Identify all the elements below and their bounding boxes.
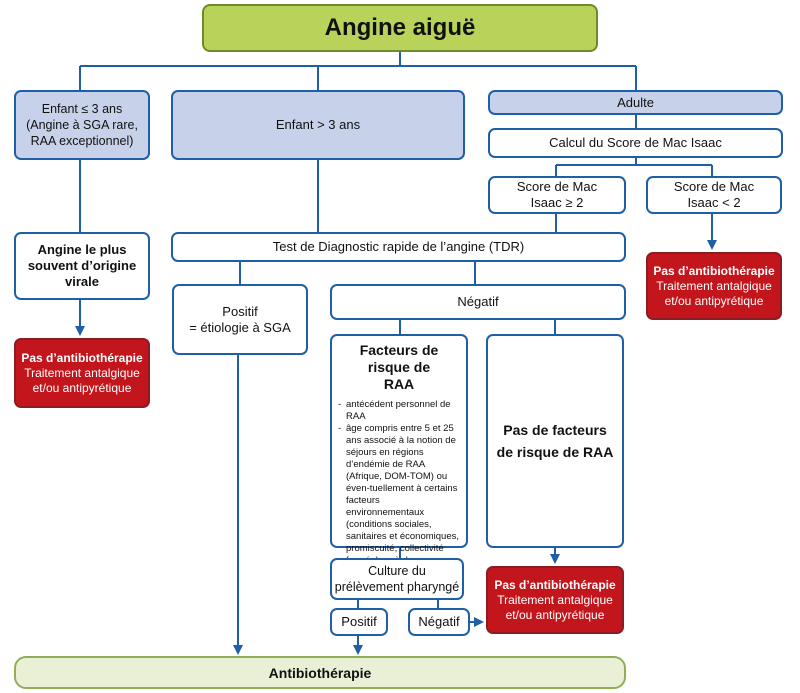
negatif-box: Négatif [330, 284, 626, 320]
enfant-gt3-label: Enfant > 3 ans [275, 117, 361, 132]
adulte-label: Adulte [617, 94, 654, 110]
pas-facteurs-line2: de risque de RAA [496, 444, 614, 460]
mac-isaac-box: Calcul du Score de Mac Isaac [488, 128, 783, 158]
facteurs-box: Facteurs de risque de RAA antécédent per… [330, 334, 468, 590]
pas-antibio-line2: et/ou antipyrétique [32, 380, 132, 395]
culture-negatif-box: Négatif [408, 608, 470, 636]
pas-facteurs-line1: Pas de facteurs [503, 422, 607, 438]
tdr-label: Test de Diagnostic rapide de l’angine (T… [272, 239, 525, 254]
score-lt2-box: Score de Mac Isaac < 2 [646, 176, 782, 214]
facteurs-title: Facteurs de risque de RAA [338, 342, 460, 393]
enfant-le3-line1: Enfant ≤ 3 ans [41, 102, 123, 116]
enfant-le3-line2: (Angine à SGA rare, [26, 118, 138, 132]
culture-line1: Culture du [368, 564, 426, 578]
positif-box: Positif = étiologie à SGA [172, 284, 308, 355]
score-lt2-line2: Isaac < 2 [687, 195, 741, 210]
pas-antibio-adulte-box: Pas d’antibiothérapie Traitement antalgi… [646, 252, 782, 320]
pas-antibio-line1: Traitement antalgique [497, 592, 613, 607]
enfant-gt3-box: Enfant > 3 ans [171, 90, 465, 160]
enfant-le3-line3: RAA exceptionnel) [30, 134, 134, 148]
score-lt2-line1: Score de Mac [673, 179, 755, 194]
enfant-le3-box: Enfant ≤ 3 ans (Angine à SGA rare, RAA e… [14, 90, 150, 160]
culture-positif-box: Positif [330, 608, 388, 636]
negatif-label: Négatif [457, 294, 499, 309]
pas-antibio-line2: et/ou antipyrétique [664, 293, 764, 308]
antibiotherapie-label: Antibiothérapie [268, 664, 372, 681]
pas-antibio-enfant-box: Pas d’antibiothérapie Traitement antalgi… [14, 338, 150, 408]
score-ge2-box: Score de Mac Isaac ≥ 2 [488, 176, 626, 214]
virale-line2: souvent d’origine [27, 258, 137, 273]
pas-antibio-title: Pas d’antibiothérapie [494, 577, 616, 592]
facteurs-title-line1: Facteurs de risque de [359, 342, 439, 375]
pas-antibio-line1: Traitement antalgique [24, 365, 140, 380]
culture-box: Culture du prélèvement pharyngé [330, 558, 464, 600]
score-ge2-line2: Isaac ≥ 2 [530, 195, 584, 210]
adulte-box: Adulte [488, 90, 783, 115]
pas-antibio-title: Pas d’antibiothérapie [653, 263, 775, 278]
pas-antibio-line1: Traitement antalgique [656, 278, 772, 293]
title-box: Angine aiguë [202, 4, 598, 52]
facteurs-title-line2: RAA [383, 376, 415, 392]
tdr-box: Test de Diagnostic rapide de l’angine (T… [171, 232, 626, 262]
virale-line3: virale [65, 274, 99, 289]
facteurs-list: antécédent personnel de RAA âge compris … [338, 399, 460, 591]
antibiotherapie-box: Antibiothérapie [14, 656, 626, 689]
culture-negatif-label: Négatif [418, 614, 460, 629]
pas-facteurs-box: Pas de facteurs de risque de RAA [486, 334, 624, 548]
mac-isaac-label: Calcul du Score de Mac Isaac [549, 135, 722, 150]
culture-positif-label: Positif [341, 614, 377, 629]
pas-antibio-line2: et/ou antipyrétique [505, 607, 605, 622]
culture-line2: prélèvement pharyngé [334, 580, 460, 594]
title: Angine aiguë [324, 14, 476, 41]
score-ge2-line1: Score de Mac [516, 179, 598, 194]
pas-antibio-raa-box: Pas d’antibiothérapie Traitement antalgi… [486, 566, 624, 634]
virale-box: Angine le plus souvent d’origine virale [14, 232, 150, 300]
pas-antibio-title: Pas d’antibiothérapie [21, 350, 143, 365]
facteurs-item: antécédent personnel de RAA [338, 399, 460, 423]
positif-line2: = étiologie à SGA [189, 319, 291, 335]
positif-line1: Positif [222, 303, 258, 319]
virale-line1: Angine le plus [37, 242, 127, 257]
